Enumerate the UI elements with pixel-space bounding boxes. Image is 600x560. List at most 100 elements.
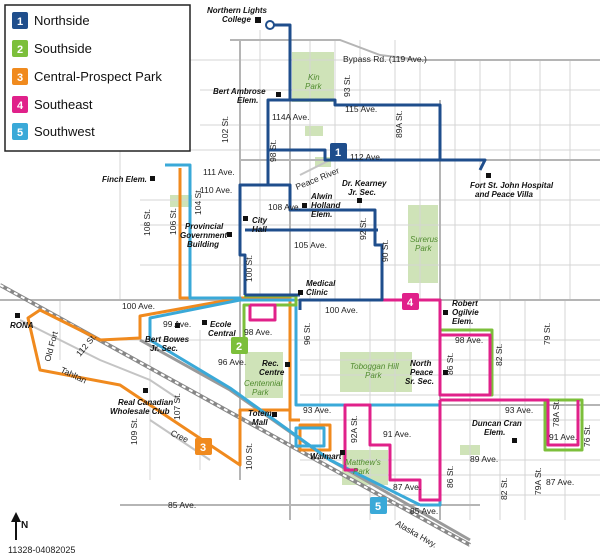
label-100-ave-west: 100 Ave. (122, 301, 155, 311)
label-cityhall-1: City (252, 216, 268, 225)
label-toboggan-2: Park (365, 371, 382, 380)
label-109-st: 109 St. (129, 418, 139, 445)
route-marker-3[interactable]: 3 (195, 438, 212, 455)
medical-marker (298, 290, 303, 295)
route-marker-2[interactable]: 2 (231, 337, 248, 354)
label-cityhall-2: Hall (252, 225, 267, 234)
label-93-ave-west: 93 Ave. (303, 405, 331, 415)
kearney-marker (357, 198, 362, 203)
legend: 1 Northside 2 Southside 3 Central-Prospe… (4, 4, 191, 152)
label-82-st-north: 82 St. (494, 344, 504, 366)
tahltan-road (19, 319, 181, 401)
label-98-ave-west: 98 Ave. (244, 327, 272, 337)
route-marker-1[interactable]: 1 (330, 143, 347, 160)
label-ecole-2: Central (208, 329, 236, 338)
label-93-st: 93 St. (342, 75, 352, 97)
label-76-st: 76 St. (582, 425, 592, 447)
label-hospital-1: Fort St. John Hospital (470, 181, 554, 190)
reccentre-marker (285, 362, 290, 367)
label-102-st: 102 St. (220, 116, 230, 143)
label-111-ave: 111 Ave. (203, 167, 235, 177)
alwin-marker (302, 203, 307, 208)
toboggan-park-area (340, 352, 412, 392)
label-robert-3: Elem. (452, 317, 473, 326)
label-99-ave: 99 Ave. (163, 319, 191, 329)
label-98-st: 98 St. (268, 140, 278, 162)
place-labels: Northern Lights College Bert Ambrose Ele… (10, 6, 554, 461)
label-104-st: 104 St. (193, 188, 203, 215)
label-82-st-south: 82 St. (499, 478, 509, 500)
legend-item-1[interactable]: 1 Northside (12, 12, 90, 29)
provgov-marker (227, 232, 232, 237)
svg-text:4: 4 (17, 100, 24, 112)
label-robert-2: Ogilvie (452, 308, 479, 317)
label-medical-1: Medical (306, 279, 336, 288)
label-98-ave-east: 98 Ave. (455, 335, 483, 345)
label-totem-2: Mall (252, 418, 268, 427)
label-kearney-1: Dr. Kearney (342, 179, 387, 188)
label-bertbowes-2: Jr. Sec. (150, 344, 178, 353)
cityhall-marker (243, 216, 248, 221)
label-96-ave: 96 Ave. (218, 357, 246, 367)
label-85-ave-east: 85 Ave. (410, 506, 438, 516)
totem-marker (272, 412, 277, 417)
svg-text:5: 5 (17, 127, 23, 139)
label-matthews-2: Park (353, 467, 370, 476)
label-bert-ambrose-1: Bert Ambrose (213, 87, 266, 96)
route-marker-4[interactable]: 4 (402, 293, 419, 310)
label-matthews-1: Matthew's (345, 458, 381, 467)
label-surerus-1: Surerus (410, 235, 438, 244)
label-kearney-2: Jr. Sec. (348, 188, 376, 197)
realcdn-marker (143, 388, 148, 393)
finch-marker (150, 176, 155, 181)
small-park-1 (305, 126, 323, 136)
label-surerus-2: Park (415, 244, 432, 253)
label-89-ave: 89 Ave. (470, 454, 498, 464)
label-kin-park-2: Park (305, 82, 322, 91)
label-duncan-2: Elem. (484, 428, 505, 437)
bert-ambrose-marker (276, 92, 281, 97)
legend-box (4, 4, 191, 152)
label-northpeace-1: North (410, 359, 431, 368)
svg-text:2: 2 (17, 44, 23, 56)
rona-marker (15, 313, 20, 318)
label-87-ave-west: 87 Ave. (393, 482, 421, 492)
peace-river-road (299, 159, 331, 176)
label-realcdn-1: Real Canadian (118, 398, 173, 407)
label-106-st: 106 St. (168, 208, 178, 235)
legend-item-4[interactable]: 4 Southeast (12, 96, 93, 113)
label-85-ave-west: 85 Ave. (168, 500, 196, 510)
svg-text:1: 1 (17, 16, 23, 28)
label-108-st: 108 St. (142, 209, 152, 236)
svg-text:Southwest: Southwest (34, 124, 95, 139)
label-reccentre-1: Rec. (262, 359, 279, 368)
label-108-ave: 108 Ave. (268, 202, 301, 212)
label-92-st: 92 St. (358, 218, 368, 240)
map-code: 11328-04082025 (8, 545, 75, 555)
place-markers (15, 17, 517, 455)
nlc-marker (255, 17, 261, 23)
label-walmart: Walmart (310, 452, 342, 461)
label-medical-2: Clinic (306, 288, 328, 297)
legend-item-5[interactable]: 5 Southwest (12, 123, 95, 140)
label-bypass-rd: Bypass Rd. (119 Ave.) (343, 54, 427, 64)
label-100-ave-east: 100 Ave. (325, 305, 358, 315)
walmart-marker (340, 450, 345, 455)
svg-text:3: 3 (200, 442, 206, 454)
svg-text:N: N (21, 520, 28, 531)
label-rona: RONA (10, 321, 34, 330)
label-79a-st: 79A St. (533, 468, 543, 495)
svg-text:Southeast: Southeast (34, 97, 93, 112)
label-alwin-1: Alwin (310, 192, 332, 201)
route-marker-5[interactable]: 5 (370, 497, 387, 514)
svg-text:3: 3 (17, 72, 23, 84)
label-toboggan-1: Toboggan Hill (350, 362, 399, 371)
northpeace-marker (443, 370, 448, 375)
label-87-ave-east: 87 Ave. (546, 477, 574, 487)
legend-item-2[interactable]: 2 Southside (12, 40, 92, 57)
route-1-terminus (265, 20, 275, 30)
label-112-ave: 112 Ave. (350, 152, 382, 162)
legend-item-3[interactable]: 3 Central-Prospect Park (12, 68, 162, 85)
svg-text:Southside: Southside (34, 41, 92, 56)
